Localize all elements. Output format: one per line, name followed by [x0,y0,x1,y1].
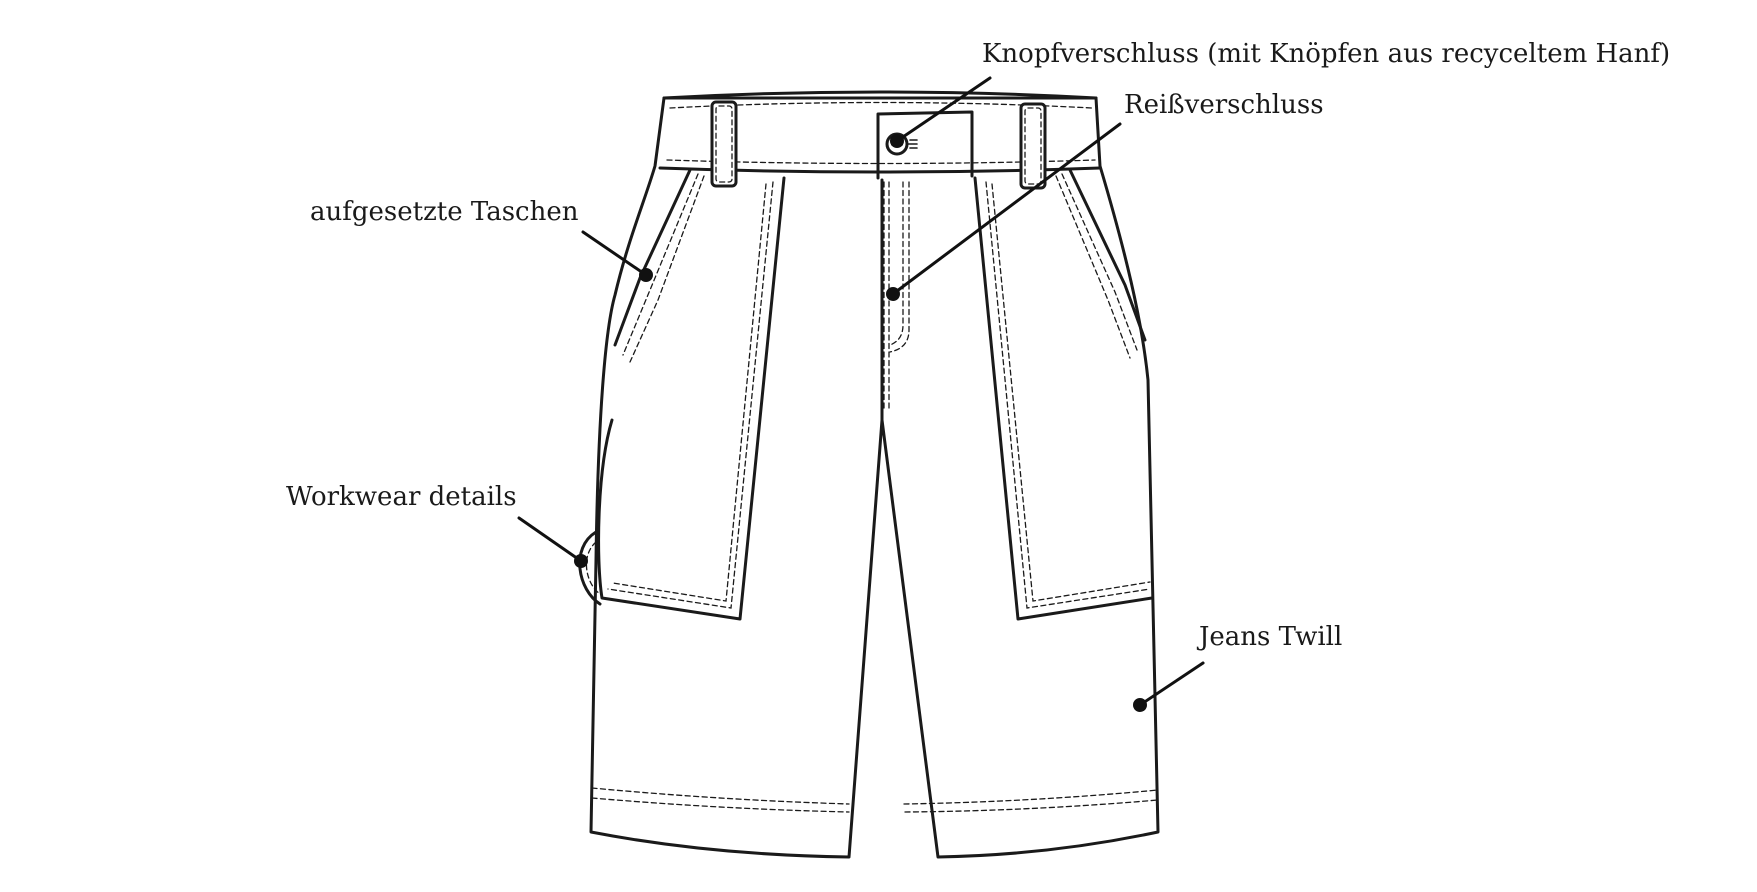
patch-pocket-left [597,176,786,621]
callout-workwear-details-label: Workwear details [286,482,517,512]
callout-fabric-label: Jeans Twill [1196,622,1342,652]
belt-loop-left [710,100,738,188]
workwear-loop [578,530,602,606]
patch-pocket-right [973,176,1154,621]
waistband-top [662,90,1098,100]
callout-patch-pockets-label: aufgesetzte Taschen [310,197,579,227]
callout-button-closure-label: Knopfverschluss (mit Knöpfen aus recycel… [982,39,1670,69]
waistband-center-front [876,110,974,180]
hem-stitching [591,787,1159,813]
side-pocket-right [1055,168,1147,359]
belt-loop-right [1019,102,1047,190]
shorts-outline [589,96,1160,859]
callout-button-closure: Knopfverschluss (mit Knöpfen aus recycel… [890,39,1670,148]
shorts-garment [578,90,1160,859]
callout-patch-pockets: aufgesetzte Taschen [310,197,653,282]
callout-workwear-details: Workwear details [286,482,588,568]
callout-zipper-label: Reißverschluss [1124,90,1324,120]
callout-zipper: Reißverschluss [886,90,1324,301]
callout-fabric: Jeans Twill [1133,622,1342,712]
